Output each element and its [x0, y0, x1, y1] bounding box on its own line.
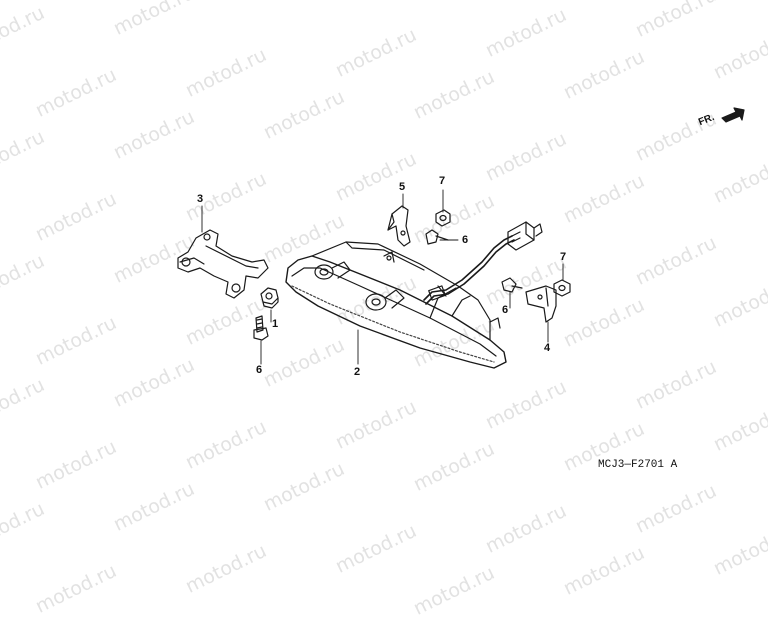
screw-part-6-middle	[425, 229, 449, 245]
callout-6-right: 6	[502, 304, 509, 316]
callout-5: 5	[399, 181, 406, 193]
nut-part-1	[260, 287, 279, 309]
callout-1: 1	[272, 318, 279, 330]
bolt-part-6-left	[253, 315, 269, 341]
stay-bracket-part-3	[177, 229, 269, 299]
callout-7-right: 7	[560, 251, 567, 263]
leader-lines	[201, 189, 564, 365]
bolt-part-6-right	[501, 277, 523, 293]
bracket-part-4	[525, 285, 557, 323]
nut-part-7-right	[553, 279, 571, 297]
taillight-part-2	[285, 221, 543, 369]
bracket-part-5	[387, 205, 411, 247]
parts-illustration	[177, 107, 745, 369]
nut-part-7-top	[435, 209, 451, 227]
callout-6-middle: 6	[462, 234, 469, 246]
callout-2: 2	[354, 366, 361, 378]
callout-7-top: 7	[439, 175, 446, 187]
callout-3: 3	[197, 193, 204, 205]
front-arrow-icon	[721, 107, 745, 123]
callout-6-left: 6	[256, 364, 263, 376]
callout-4: 4	[544, 342, 551, 354]
diagram-code: MCJ3—F2701 A	[598, 459, 678, 471]
